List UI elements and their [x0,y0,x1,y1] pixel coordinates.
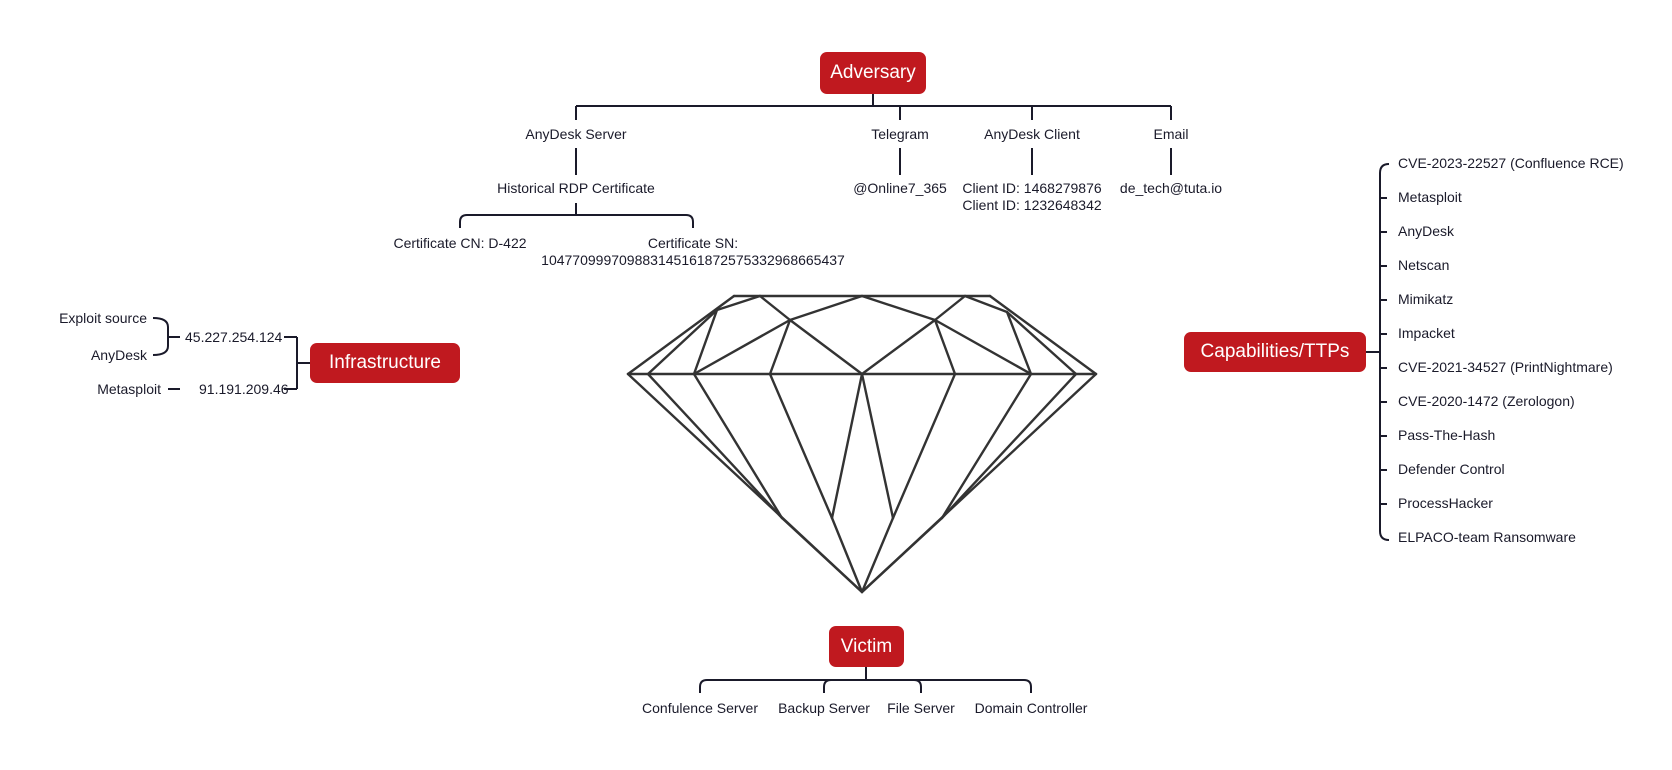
infrastructure-node[interactable]: Infrastructure [310,343,460,383]
adversary-telegram-handle: @Online7_365 [853,180,947,196]
adversary-historical-rdp-certificate: Historical RDP Certificate [497,180,655,196]
capability-item: CVE-2021-34527 (PrintNightmare) [1398,359,1613,375]
capabilities-node[interactable]: Capabilities/TTPs [1184,332,1366,372]
capability-item: Impacket [1398,325,1455,341]
adversary-certificate-cn: Certificate CN: D-422 [393,235,527,251]
adversary-client-id-1: Client ID: 1468279876 [962,180,1102,196]
adversary-node[interactable]: Adversary [820,52,926,94]
victim-item-confluence-server: Confulence Server [642,700,758,716]
infrastructure-ip-2: 91.191.209.46 [199,381,289,397]
infrastructure-tag-anydesk: AnyDesk [90,347,147,363]
victim-item-domain-controller: Domain Controller [974,700,1088,716]
adversary-telegram: Telegram [871,126,929,142]
adversary-certificate-sn-value: 104770999709883145161872575332968665437 [541,252,845,268]
victim-item-backup-server: Backup Server [778,700,870,716]
capability-item: ProcessHacker [1398,495,1493,511]
capability-item: Netscan [1398,257,1450,273]
capability-item: ELPACO-team Ransomware [1398,529,1576,545]
infrastructure-tag-exploit-source: Exploit source [59,310,147,326]
capability-item: CVE-2020-1472 (Zerologon) [1398,393,1575,409]
victim-node[interactable]: Victim [829,626,904,667]
adversary-email: Email [1153,126,1189,142]
capability-item: Metasploit [1398,189,1462,205]
capability-item: CVE-2023-22527 (Confluence RCE) [1398,155,1624,171]
infrastructure-ip-1: 45.227.254.124 [185,329,283,345]
victim-item-file-server: File Server [887,700,955,716]
capability-item: Defender Control [1398,461,1505,477]
adversary-client-id-2: Client ID: 1232648342 [962,197,1102,213]
capability-item: Mimikatz [1398,291,1454,307]
adversary-email-address: de_tech@tuta.io [1119,180,1223,196]
capability-item: Pass-The-Hash [1398,427,1496,443]
adversary-anydesk-client: AnyDesk Client [984,126,1080,142]
capability-item: AnyDesk [1398,223,1455,239]
infrastructure-tag-metasploit: Metasploit [97,381,161,397]
adversary-certificate-sn-label: Certificate SN: [647,235,739,251]
adversary-anydesk-server: AnyDesk Server [525,126,627,142]
